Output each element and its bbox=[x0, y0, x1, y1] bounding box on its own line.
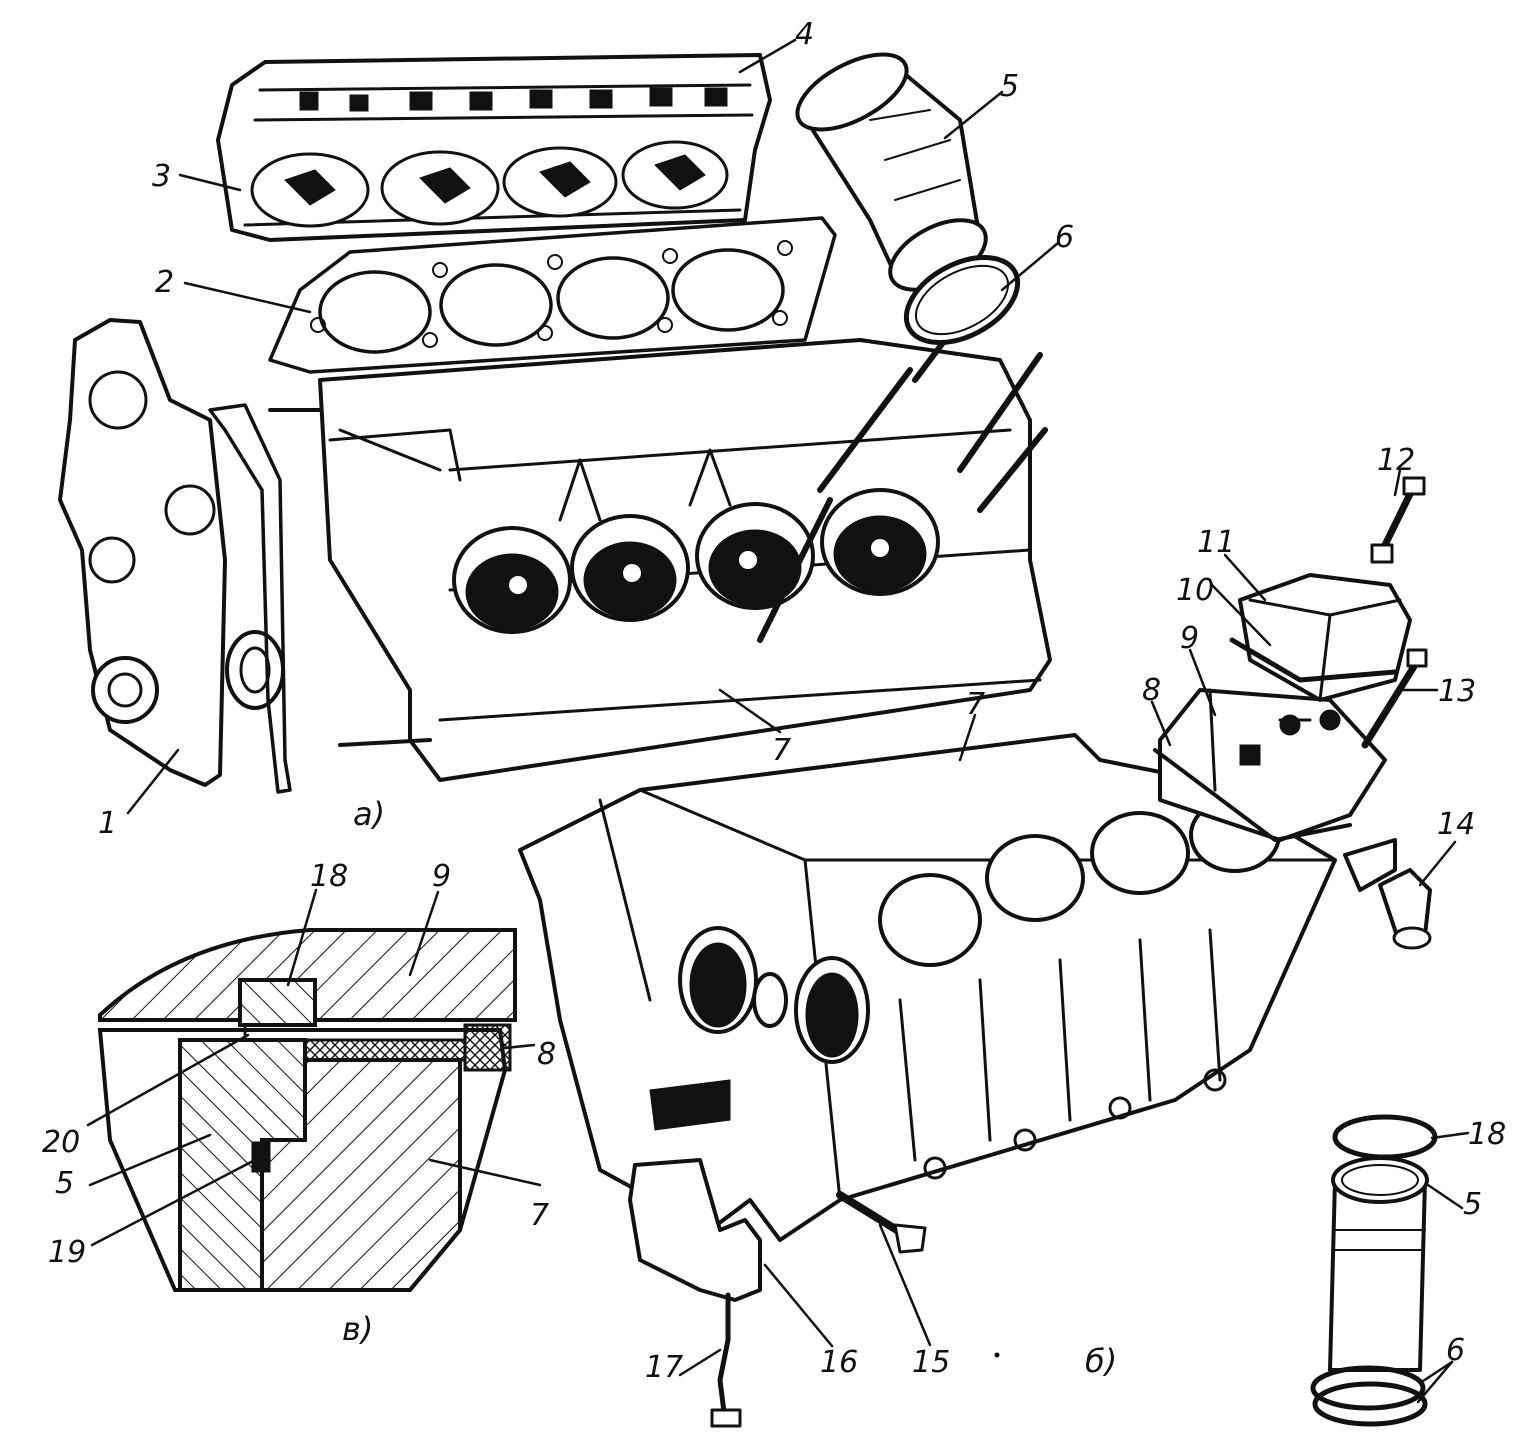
timing-gasket bbox=[208, 403, 292, 794]
label-8-b: 8 bbox=[1142, 673, 1161, 708]
label-14: 14 bbox=[1437, 807, 1475, 842]
caption-b: б) bbox=[1085, 1342, 1117, 1380]
label-5-c: 5 bbox=[55, 1166, 74, 1201]
captions: а) б) в) bbox=[342, 795, 1117, 1380]
part-labels: 1 2 3 4 5 6 7 7 8 9 10 11 12 13 14 15 16… bbox=[42, 17, 1506, 1385]
label-16: 16 bbox=[820, 1345, 858, 1380]
head-gasket-b bbox=[1153, 748, 1352, 842]
caption-v: в) bbox=[342, 1310, 373, 1348]
main-bearing-cap bbox=[628, 1158, 762, 1428]
cylinder-head bbox=[216, 53, 772, 242]
lower-seal-rings bbox=[1310, 1365, 1428, 1427]
label-9-b: 9 bbox=[1180, 621, 1199, 656]
speck bbox=[994, 1352, 1000, 1358]
stud-13 bbox=[1361, 648, 1428, 749]
label-9-c: 9 bbox=[432, 859, 451, 894]
valve-cover-gasket bbox=[1229, 637, 1398, 683]
upper-seal-ring bbox=[1332, 1114, 1438, 1160]
liner-seal-ring bbox=[903, 255, 1021, 345]
bolt-12 bbox=[1370, 476, 1426, 564]
label-15: 15 bbox=[912, 1345, 950, 1380]
bolt-15 bbox=[836, 1191, 927, 1254]
head-gasket bbox=[268, 216, 837, 374]
cylinder-block bbox=[268, 338, 1052, 782]
studs bbox=[757, 317, 1048, 643]
label-10: 10 bbox=[1176, 573, 1214, 608]
valve-cover bbox=[1238, 573, 1412, 702]
outlet-elbow bbox=[1343, 838, 1432, 950]
label-19: 19 bbox=[48, 1235, 86, 1270]
head-b bbox=[1158, 688, 1387, 842]
label-20: 20 bbox=[42, 1125, 80, 1160]
label-4: 4 bbox=[795, 17, 814, 52]
label-6-r: 6 bbox=[1446, 1333, 1465, 1368]
leader-lines bbox=[86, 38, 1470, 1404]
label-11: 11 bbox=[1197, 525, 1235, 560]
label-5: 5 bbox=[1000, 69, 1019, 104]
liner-loose bbox=[1328, 1156, 1429, 1372]
label-2: 2 bbox=[155, 265, 174, 300]
label-3: 3 bbox=[152, 159, 171, 194]
label-7-b: 7 bbox=[966, 687, 985, 722]
label-12: 12 bbox=[1377, 443, 1415, 478]
label-1: 1 bbox=[98, 806, 117, 841]
label-17: 17 bbox=[645, 1350, 683, 1385]
timing-cover bbox=[58, 318, 285, 787]
label-5-r: 5 bbox=[1463, 1187, 1482, 1222]
caption-a: а) bbox=[353, 795, 385, 833]
label-7-a: 7 bbox=[772, 733, 791, 768]
label-6: 6 bbox=[1055, 220, 1074, 255]
label-18-r: 18 bbox=[1468, 1117, 1506, 1152]
label-8-c: 8 bbox=[537, 1037, 556, 1072]
label-13: 13 bbox=[1438, 674, 1476, 709]
section-detail bbox=[97, 928, 517, 1292]
block-b bbox=[518, 733, 1337, 1242]
label-7-c: 7 bbox=[530, 1198, 549, 1233]
label-18-c: 18 bbox=[310, 859, 348, 894]
